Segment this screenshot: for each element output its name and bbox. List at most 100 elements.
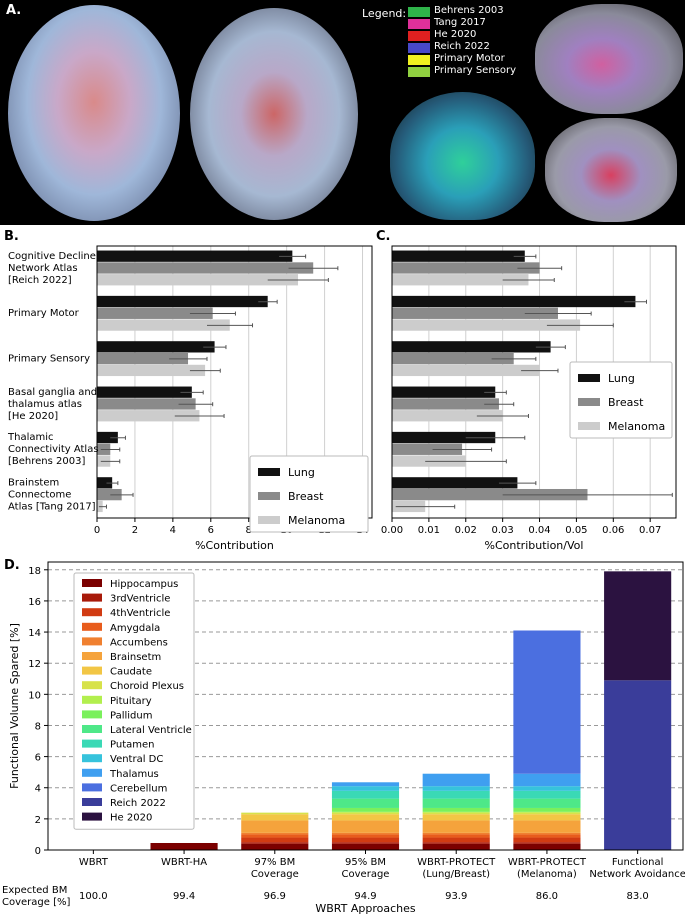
stacked-bar-segment — [331, 782, 400, 787]
stacked-bar-segment — [331, 820, 400, 833]
x-tick-label: 0.01 — [418, 525, 440, 536]
legend-swatch — [408, 19, 430, 29]
x-tick-label: 8 — [246, 525, 252, 536]
coverage-row-label: Expected BM — [2, 885, 67, 896]
axes-frame — [47, 561, 684, 851]
legend-label: Primary Motor — [434, 53, 505, 64]
bar — [97, 295, 268, 308]
y-tick-label: 14 — [28, 628, 41, 639]
legend-label: Primary Sensory — [434, 65, 517, 76]
stacked-bar-segment — [422, 798, 490, 808]
stacked-bar-segment — [513, 812, 581, 815]
stacked-bar-segment — [241, 837, 309, 843]
stacked-bar-segment — [513, 773, 581, 787]
stacked-bar-segment — [422, 790, 490, 799]
stacked-bar-segment — [513, 834, 581, 838]
category-label: Basal ganglia and — [8, 387, 97, 398]
legend-label: Ventral DC — [110, 754, 163, 765]
bar — [97, 477, 113, 489]
bar — [392, 295, 636, 308]
stacked-bar-segment — [422, 814, 490, 821]
legend-swatch — [578, 422, 600, 430]
stacked-bar-segment — [422, 842, 490, 844]
x-tick-label: 0.03 — [492, 525, 514, 536]
legend-swatch — [82, 681, 102, 690]
stacked-bar-segment — [241, 843, 309, 850]
legend-swatch — [82, 637, 102, 646]
stacked-bar-segment — [422, 837, 490, 843]
legend-swatch — [82, 579, 102, 587]
category-label: Coverage — [342, 869, 390, 880]
category-label: Cognitive Decline — [8, 251, 96, 262]
coverage-value: 94.9 — [354, 891, 376, 902]
axes-frame — [391, 245, 677, 519]
category-label: Atlas [Tang 2017] — [8, 501, 96, 512]
bar — [97, 431, 118, 444]
bar — [97, 364, 206, 377]
legend-swatch — [82, 783, 102, 792]
stacked-bar-segment — [513, 798, 581, 808]
legend-label: Choroid Plexus — [110, 681, 184, 692]
x-tick-label: 0.04 — [528, 525, 550, 536]
stacked-bar-segment — [513, 790, 581, 799]
legend-label: Amygdala — [110, 623, 160, 634]
coverage-value: 100.0 — [79, 891, 108, 902]
stacked-bar-segment — [513, 786, 581, 791]
stacked-bar-segment — [331, 834, 400, 838]
category-label: [Reich 2022] — [8, 275, 72, 286]
panel-b-label: B. — [4, 229, 19, 244]
stacked-bar-segment — [331, 843, 400, 850]
stacked-bar-segment — [604, 680, 672, 850]
category-label: Coverage — [251, 869, 299, 880]
bar — [97, 352, 189, 365]
bar — [392, 431, 496, 444]
bar — [392, 410, 503, 422]
category-label: [He 2020] — [8, 411, 58, 422]
stacked-bar-segment — [241, 842, 309, 844]
legend-swatch — [82, 710, 102, 719]
legend-swatch — [82, 593, 102, 602]
legend-swatch — [82, 768, 102, 777]
coverage-value: 93.9 — [445, 891, 467, 902]
category-label: (Lung/Breast) — [422, 869, 490, 880]
legend-label: Pituitary — [110, 696, 152, 707]
category-label: Network Avoidance — [589, 869, 685, 880]
legend-label: Caudate — [110, 667, 152, 678]
y-tick-label: 8 — [35, 721, 41, 732]
stacked-bar-segment — [422, 812, 490, 815]
stacked-bar-segment — [331, 812, 400, 815]
stacked-bar-segment — [331, 837, 400, 843]
legend-label: Melanoma — [608, 420, 665, 433]
y-tick-label: 16 — [28, 597, 41, 608]
axes-frame — [96, 245, 373, 519]
legend-swatch — [82, 652, 102, 660]
legend-swatch — [258, 492, 280, 500]
legend-label: Hippocampus — [110, 579, 178, 590]
legend-swatch — [82, 739, 102, 748]
stacked-bar-segment — [513, 814, 581, 821]
category-label: Primary Sensory — [8, 353, 90, 364]
bar — [392, 274, 529, 286]
legend-label: Melanoma — [288, 514, 345, 527]
bar — [392, 262, 540, 274]
legend-swatch — [578, 374, 600, 382]
category-label: Functional — [612, 857, 663, 868]
legend-label: 4thVentricle — [110, 608, 170, 619]
legend-swatch — [82, 812, 102, 821]
bar — [392, 488, 588, 501]
panel-c-label: C. — [376, 229, 391, 244]
category-label: Primary Motor — [8, 308, 80, 319]
stacked-bar-segment — [513, 842, 581, 844]
stacked-bar-segment — [513, 807, 581, 812]
stacked-bar-segment — [422, 820, 490, 833]
stacked-bar-segment — [331, 814, 400, 821]
bar — [392, 352, 514, 365]
stacked-bar-segment — [331, 832, 400, 835]
legend-swatch — [408, 67, 430, 77]
stacked-bar-segment — [241, 820, 309, 833]
legend-swatch — [258, 516, 280, 524]
stacked-bar-segment — [513, 837, 581, 843]
coronal-brain-image — [545, 118, 677, 222]
legend-label: Thalamus — [109, 769, 159, 780]
x-tick-label: 0.07 — [639, 525, 661, 536]
